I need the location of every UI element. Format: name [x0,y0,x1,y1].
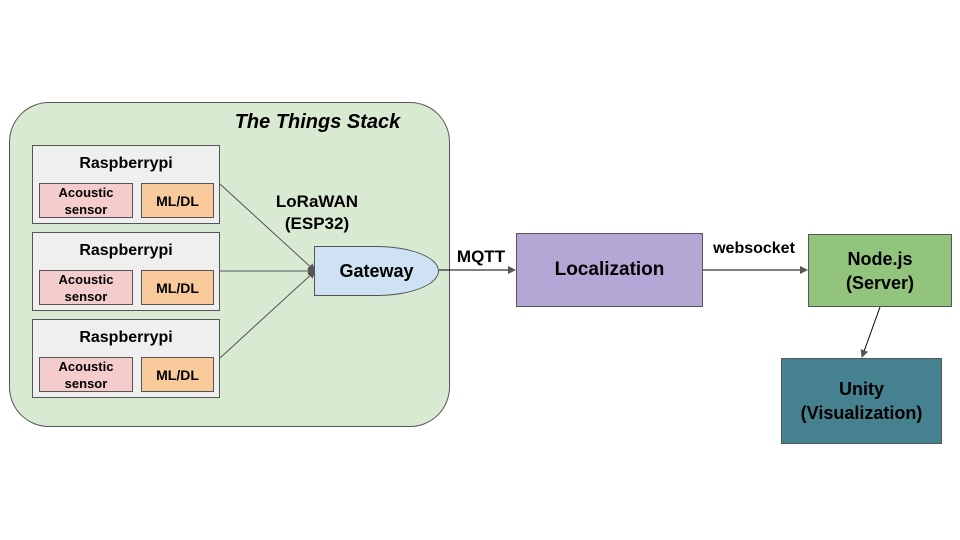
device-3-to-gateway-connector [219,270,316,359]
websocket-label: websocket [713,240,795,257]
lorawan-label: LoRaWAN (ESP32) [262,191,372,235]
server-label-line1: Node.js [847,248,913,269]
unity-visualization-node: Unity (Visualization) [781,358,942,444]
acoustic-sensor-box: Acoustic sensor [39,183,133,218]
raspberrypi-device-1: Raspberrypi Acoustic sensor ML/DL [32,145,220,224]
acoustic-sensor-box: Acoustic sensor [39,270,133,305]
ml-dl-box: ML/DL [141,357,214,392]
gateway-node: Gateway [314,246,439,296]
device-label: Raspberrypi [79,242,173,259]
mqtt-label: MQTT [456,247,506,266]
unity-label-line1: Unity [839,379,884,399]
nodejs-server-node: Node.js (Server) [808,234,952,307]
device-1-to-gateway-connector [219,183,316,272]
server-label-line2: (Server) [845,272,915,293]
acoustic-sensor-box: Acoustic sensor [39,357,133,392]
ml-dl-box: ML/DL [141,270,214,305]
raspberrypi-device-3: Raspberrypi Acoustic sensor ML/DL [32,319,220,398]
server-to-unity-arrow [860,306,881,358]
things-stack-title: The Things Stack [234,111,401,133]
lorawan-label-line2: (ESP32) [284,214,350,233]
device-label: Raspberrypi [79,155,173,172]
lorawan-label-line1: LoRaWAN [275,192,359,211]
device-label: Raspberrypi [79,329,173,346]
raspberrypi-device-2: Raspberrypi Acoustic sensor ML/DL [32,232,220,311]
ml-dl-box: ML/DL [141,183,214,218]
unity-label-line2: (Visualization) [800,403,923,423]
localization-node: Localization [516,233,703,307]
